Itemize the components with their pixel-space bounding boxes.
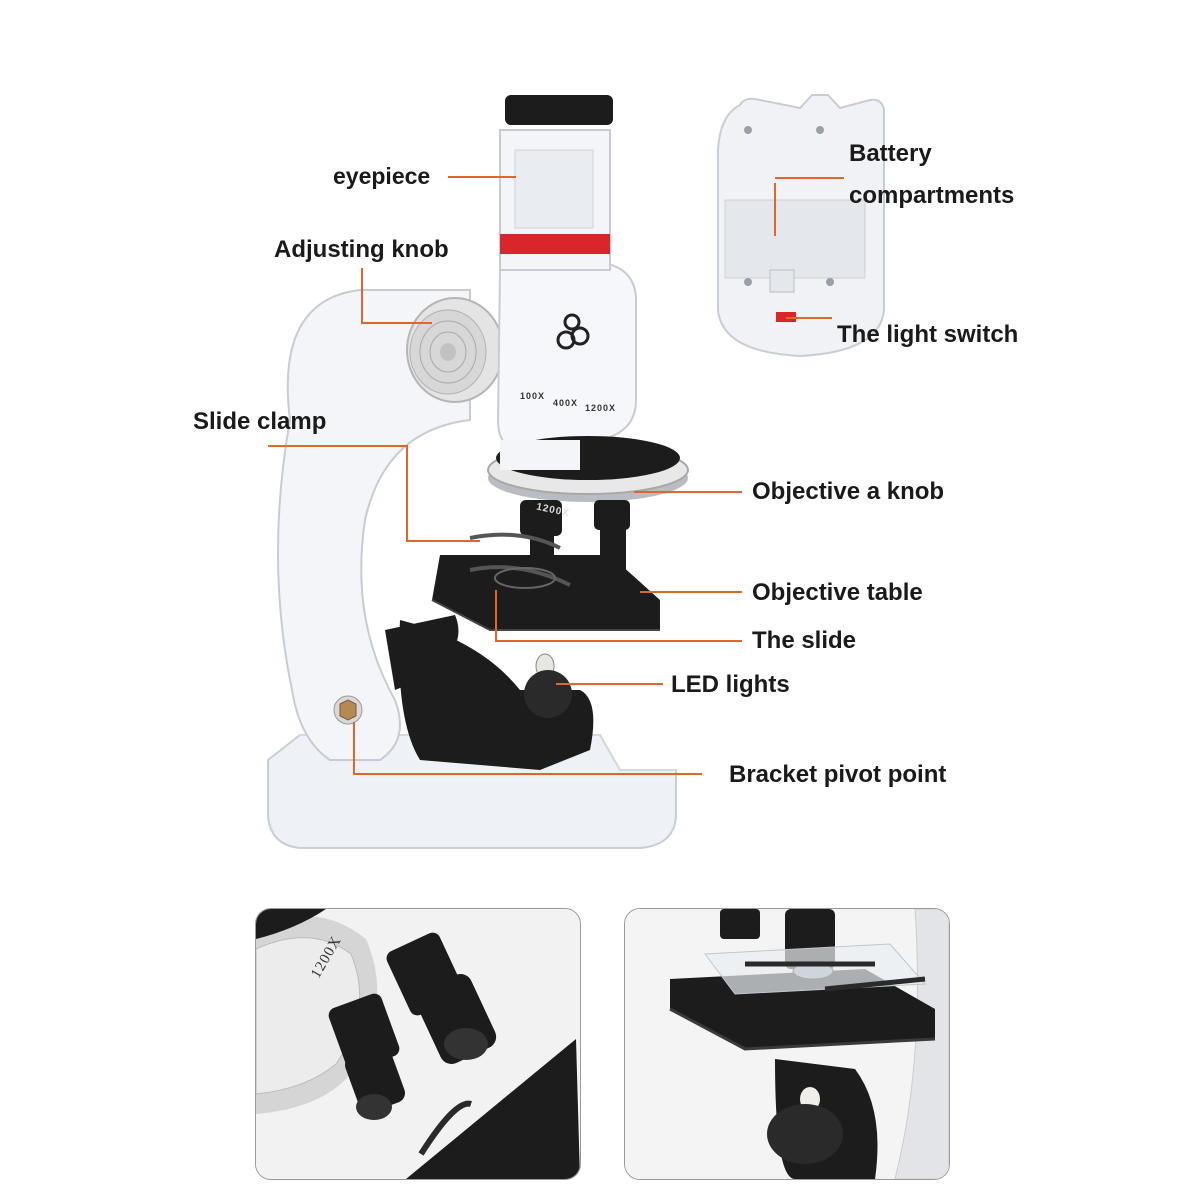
label-slide-clamp: Slide clamp <box>193 408 327 435</box>
stage-support <box>385 615 459 690</box>
objective-turret <box>487 436 689 502</box>
battery-cover <box>717 94 885 358</box>
magnification-400x: 400X <box>553 398 579 408</box>
detail-stage-photo <box>624 908 950 1180</box>
label-objective-knob: Objective a knob <box>752 478 945 505</box>
label-battery-line1: Battery <box>849 140 932 167</box>
label-objective-table: Objective table <box>752 579 923 606</box>
leader-adjusting-knob <box>361 268 432 324</box>
red-ring <box>500 234 610 254</box>
leader-slide-clamp <box>268 445 480 542</box>
objective-stage <box>432 555 660 630</box>
label-light-switch: The light switch <box>837 321 1019 348</box>
adjusting-knob <box>406 297 504 403</box>
label-battery-line2: compartments <box>849 182 1015 209</box>
leader-bracket <box>353 722 702 775</box>
label-eyepiece: eyepiece <box>333 163 431 189</box>
leader-lines <box>268 176 844 775</box>
microscope-illustration <box>267 94 885 849</box>
battery-compartment <box>724 199 866 279</box>
leader-battery <box>774 177 844 236</box>
label-adjusting-knob: Adjusting knob <box>274 236 449 263</box>
brand-logo <box>556 313 590 350</box>
magnification-100x: 100X <box>520 391 546 401</box>
microscope-base <box>267 734 677 849</box>
pivot-bolt <box>333 695 363 725</box>
label-led-lights: LED lights <box>671 671 790 698</box>
eyepiece-cap <box>505 95 613 125</box>
label-the-slide: The slide <box>752 627 857 654</box>
magnification-1200x: 1200X <box>585 403 617 413</box>
detail-objectives-photo: 1200X <box>255 908 581 1180</box>
microscope-arm <box>276 289 471 761</box>
leader-the-slide <box>495 590 742 642</box>
microscope-head <box>496 260 637 452</box>
label-bracket-pivot: Bracket pivot point <box>729 761 947 788</box>
